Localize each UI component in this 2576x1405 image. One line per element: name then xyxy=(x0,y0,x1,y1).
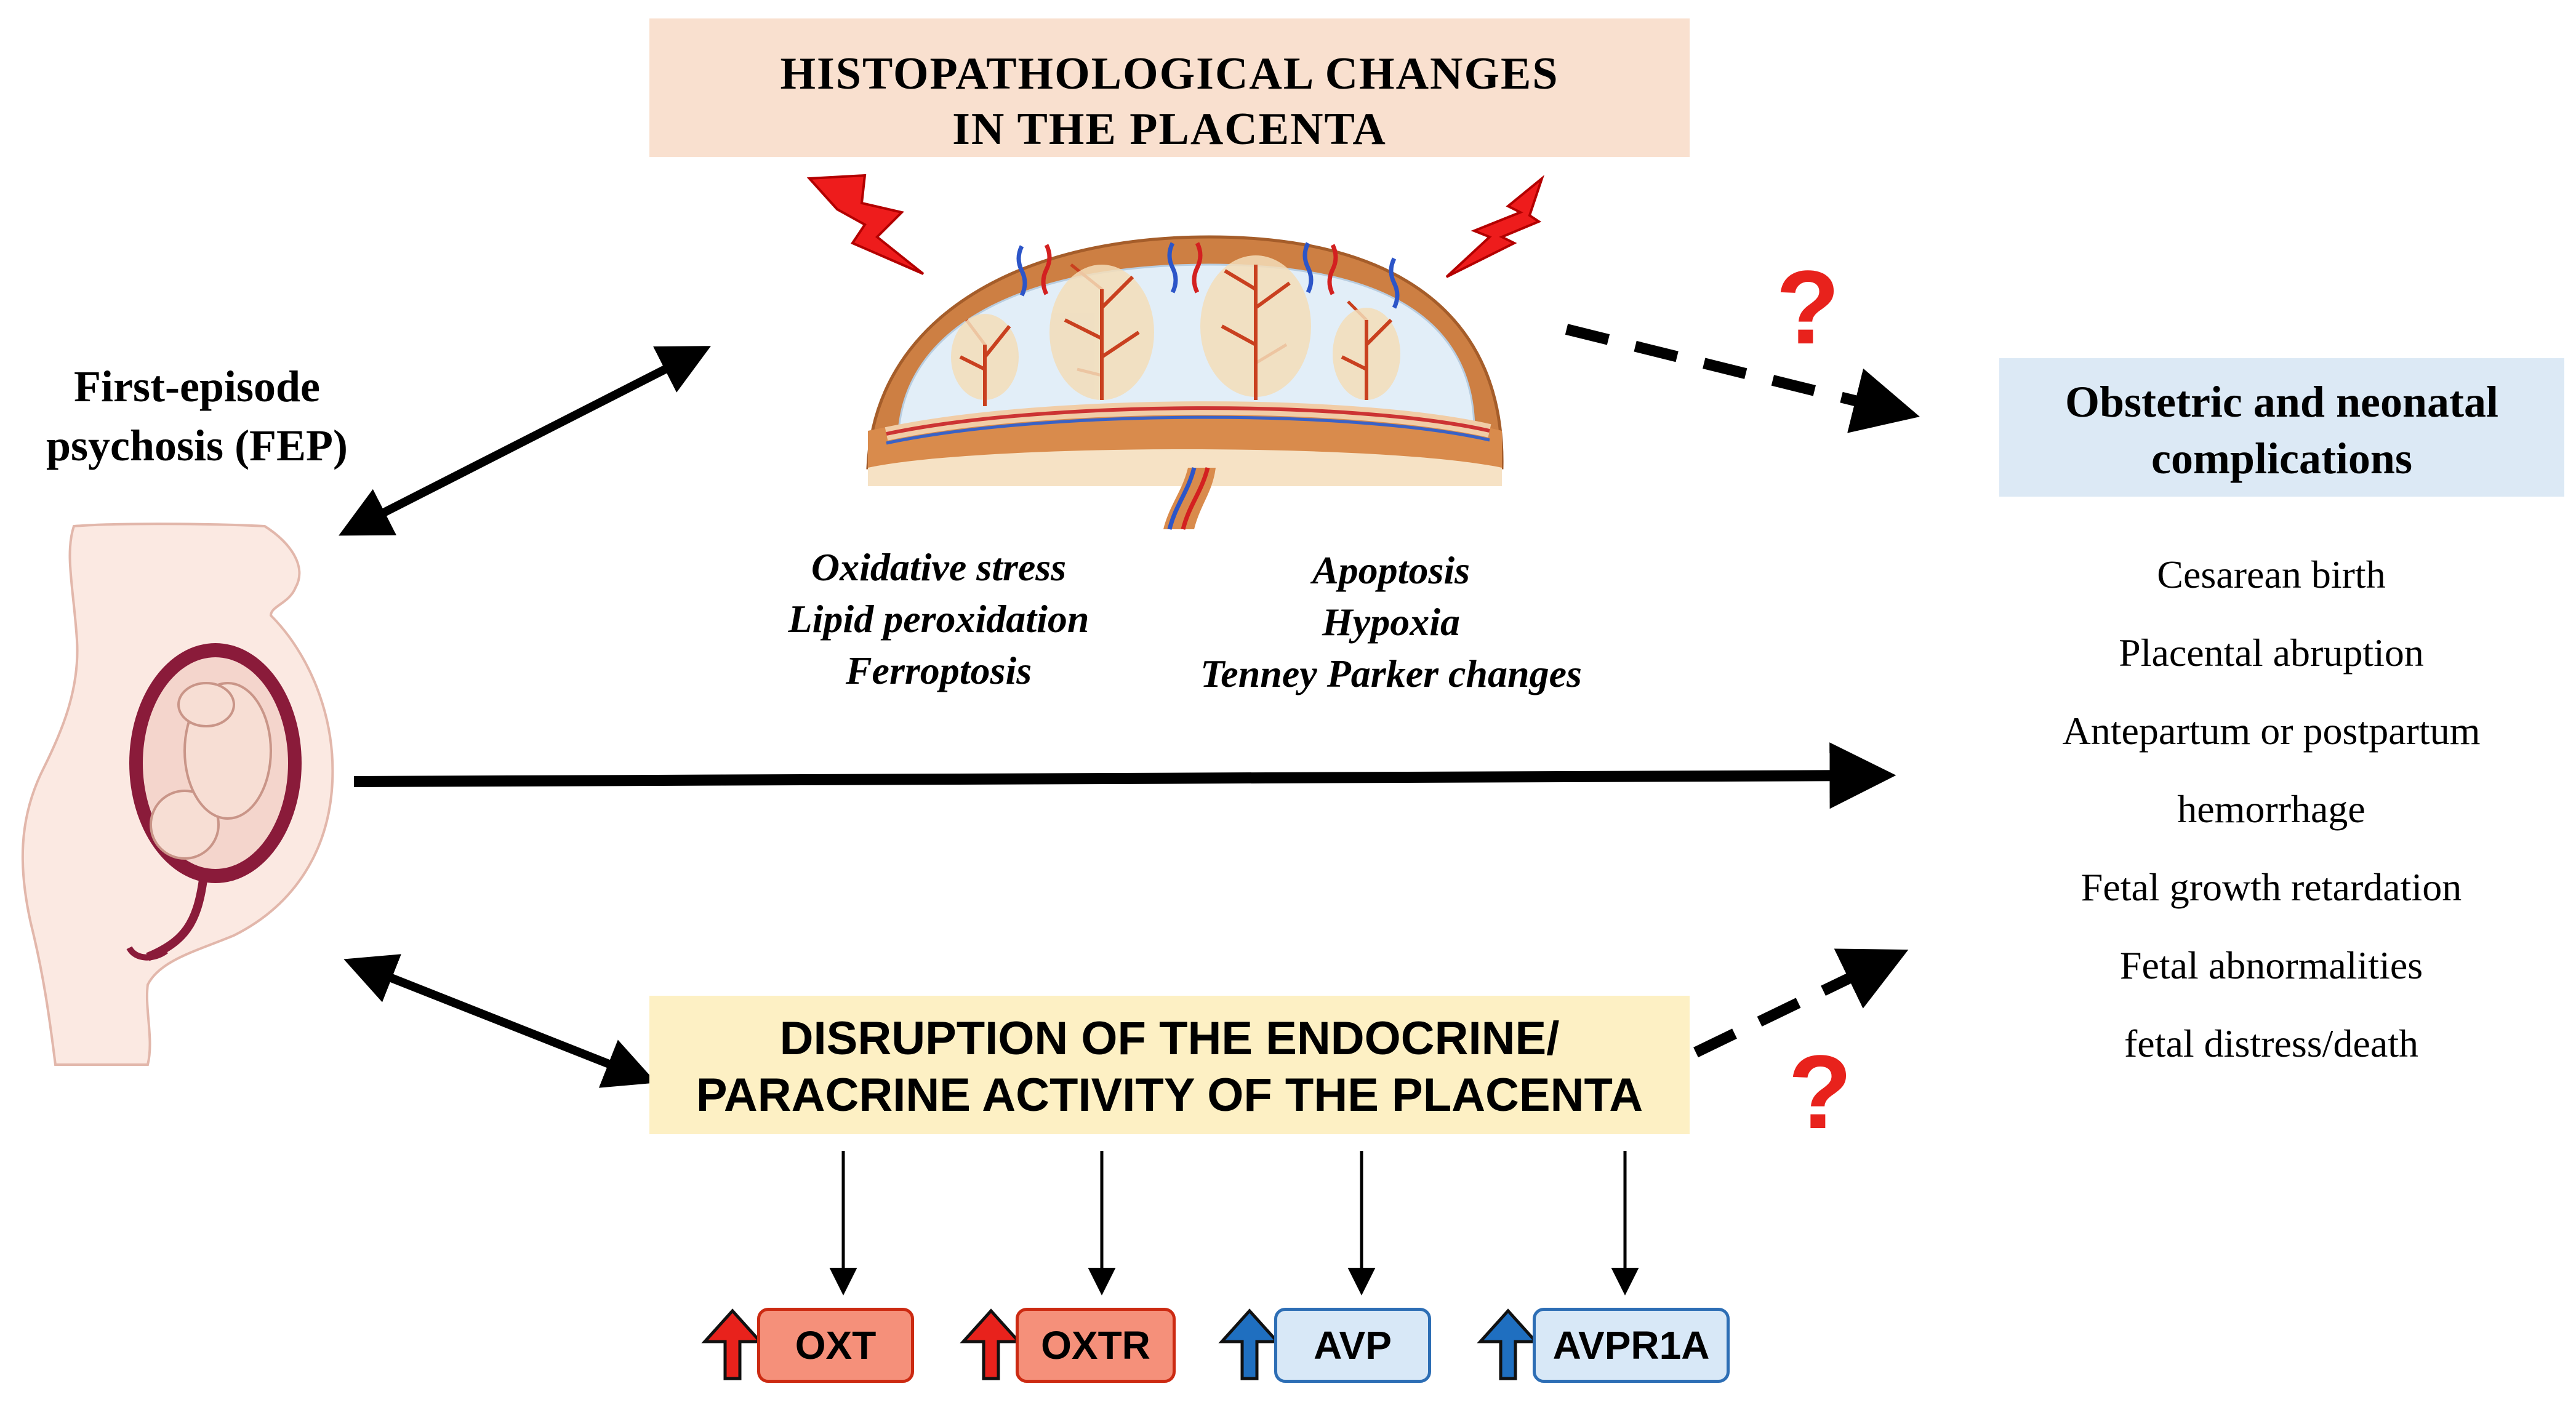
histopathology-title: HISTOPATHOLOGICAL CHANGES IN THE PLACENT… xyxy=(649,46,1690,157)
placental-changes-left: Oxidative stress Lipid peroxidation Ferr… xyxy=(742,542,1136,697)
list-item: Antepartum or postpartum xyxy=(2062,709,2481,753)
dashed-arrow-histo-complications xyxy=(1565,324,1920,433)
question-mark-lower: ? xyxy=(1788,1034,1852,1151)
lightning-bolt-icon xyxy=(806,174,925,275)
arrow-fep-endocrine xyxy=(343,954,657,1088)
lightning-bolt-icon xyxy=(1445,175,1545,278)
change-item: Oxidative stress xyxy=(811,545,1067,589)
complications-box: Obstetric and neonatal complications xyxy=(1999,358,2564,497)
fep-label: First-episode psychosis (FEP) xyxy=(12,357,382,475)
complications-list: Cesarean birth Placental abruption Antep… xyxy=(2000,535,2542,1083)
pregnant-woman-illustration xyxy=(21,522,334,1066)
change-item: Apoptosis xyxy=(1312,548,1471,592)
complications-title-line2: complications xyxy=(2151,434,2412,483)
change-item: Lipid peroxidation xyxy=(788,597,1089,641)
placenta-illustration xyxy=(866,235,1504,530)
endocrine-box: DISRUPTION OF THE ENDOCRINE/ PARACRINE A… xyxy=(649,996,1690,1134)
placental-changes-right: Apoptosis Hypoxia Tenney Parker changes xyxy=(1157,545,1625,700)
up-arrow-icon xyxy=(1477,1308,1539,1380)
change-item: Tenney Parker changes xyxy=(1200,652,1582,695)
endocrine-title: DISRUPTION OF THE ENDOCRINE/ PARACRINE A… xyxy=(649,1011,1690,1124)
dashed-arrow-endocrine-complications xyxy=(1693,948,1909,1058)
list-item: Fetal growth retardation xyxy=(2080,865,2462,909)
histopathology-box: HISTOPATHOLOGICAL CHANGES IN THE PLACENT… xyxy=(649,18,1690,157)
histopathology-title-line2: IN THE PLACENTA xyxy=(952,104,1387,154)
marker-oxt: OXT xyxy=(757,1308,914,1383)
complications-title: Obstetric and neonatal complications xyxy=(1999,374,2564,487)
marker-avp: AVP xyxy=(1274,1308,1431,1383)
change-item: Ferroptosis xyxy=(845,649,1032,692)
endocrine-title-line1: DISRUPTION OF THE ENDOCRINE/ xyxy=(779,1012,1560,1065)
complications-title-line1: Obstetric and neonatal xyxy=(2064,377,2498,426)
change-item: Hypoxia xyxy=(1322,600,1460,644)
marker-oxtr: OXTR xyxy=(1016,1308,1176,1383)
list-item: Placental abruption xyxy=(2119,631,2424,674)
fep-label-line1: First-episode xyxy=(74,362,320,411)
histopathology-title-line1: HISTOPATHOLOGICAL CHANGES xyxy=(780,49,1559,99)
up-arrow-icon xyxy=(1218,1308,1281,1380)
up-arrow-icon xyxy=(701,1308,764,1380)
list-item: fetal distress/death xyxy=(2124,1022,2419,1065)
question-mark-upper: ? xyxy=(1776,249,1840,366)
list-item: Fetal abnormalities xyxy=(2119,943,2423,987)
up-arrow-icon xyxy=(960,1308,1022,1380)
arrow-fep-complications xyxy=(353,742,1896,809)
list-item: Cesarean birth xyxy=(2157,553,2386,596)
marker-avpr1a: AVPR1A xyxy=(1533,1308,1730,1383)
arrow-fep-histo xyxy=(339,346,711,536)
fep-label-line2: psychosis (FEP) xyxy=(46,421,348,470)
endocrine-title-line2: PARACRINE ACTIVITY OF THE PLACENTA xyxy=(696,1069,1643,1121)
list-item: hemorrhage xyxy=(2177,787,2365,831)
